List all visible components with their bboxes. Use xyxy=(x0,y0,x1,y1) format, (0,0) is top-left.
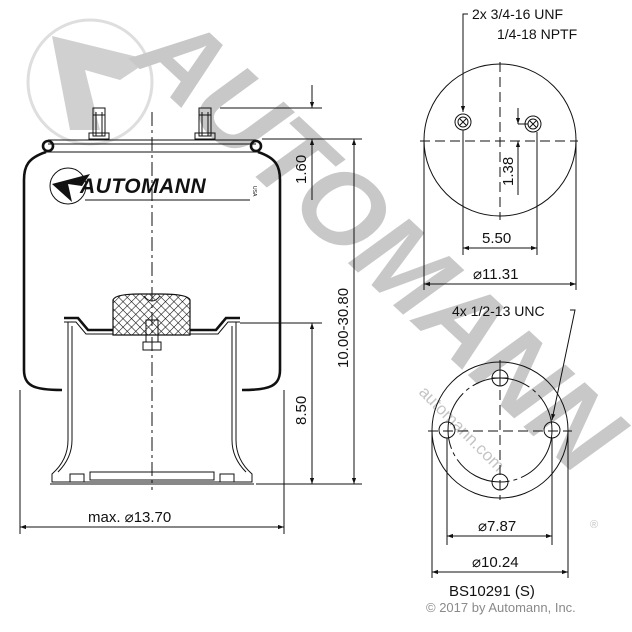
mounting-stud-left xyxy=(88,107,110,140)
top-plate-view: 2x 3/4-16 UNF 1/4-18 NPTF 1.38 5.50 ⌀11.… xyxy=(420,6,578,290)
watermark-logo-arrow-icon xyxy=(52,36,150,130)
dim-bolt-circle: ⌀7.87 xyxy=(478,518,516,535)
stud-hole-left-icon xyxy=(454,113,472,131)
dim-piston-diameter: ⌀10.24 xyxy=(472,554,519,571)
dim-plate-diameter: ⌀11.31 xyxy=(473,266,518,283)
callout-air-port-thread: 1/4-18 NPTF xyxy=(497,26,577,42)
air-spring-bellows xyxy=(22,150,282,392)
automann-logo: AUTOMANN USA xyxy=(49,167,257,205)
callout-stud-thread: 2x 3/4-16 UNF xyxy=(472,6,563,22)
side-dimensions: 1.60 10.00-30.80 8.50 max. ⌀13.70 xyxy=(19,85,362,534)
bolt-hole-bottom-icon xyxy=(491,473,509,491)
mounting-stud-right xyxy=(194,107,216,140)
side-view: AUTOMANN USA xyxy=(22,107,282,490)
watermark: AUTOMANN automann.com ® xyxy=(26,0,632,531)
dim-piston-height: 8.50 xyxy=(293,396,310,425)
callout-bolt-thread: 4x 1/2-13 UNC xyxy=(452,303,545,319)
logo-circle-icon xyxy=(49,167,87,205)
part-number: BS10291 (S) xyxy=(449,583,535,600)
logo-text: AUTOMANN xyxy=(79,175,206,198)
dim-stud-height: 1.60 xyxy=(293,155,310,184)
logo-suffix: USA xyxy=(251,186,257,197)
copyright: © 2017 by Automann, Inc. xyxy=(426,600,576,615)
dim-max-diameter: max. ⌀13.70 xyxy=(88,509,171,526)
bottom-piston-view: 4x 1/2-13 UNC ⌀7.87 ⌀10.24 xyxy=(428,303,576,578)
dim-height-range: 10.00-30.80 xyxy=(335,288,352,368)
dim-stud-spacing: 5.50 xyxy=(482,230,511,247)
watermark-registered-icon: ® xyxy=(590,519,598,531)
dim-offset: 1.38 xyxy=(500,157,517,186)
